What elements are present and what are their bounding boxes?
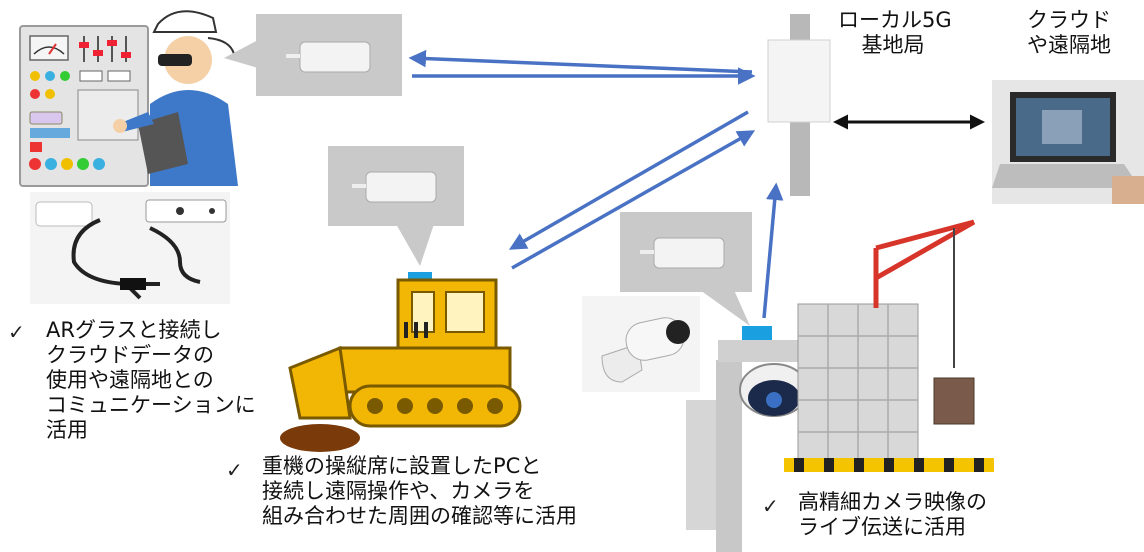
note-camera: 高精細カメラ映像の ライブ伝送に活用 [798,490,987,540]
building-under-construction-icon [784,303,994,472]
check-mark-icon: ✓ [8,320,25,344]
label-line: や遠隔地 [1027,33,1111,57]
note-ar-glasses: ARグラスと接続し クラウドデータの 使用や遠隔地との コミュニケーションに 活… [46,318,256,443]
security-camera-icon [601,317,690,383]
bubble-pointer-top [224,40,258,68]
note-line: 使用や遠隔地との [46,368,214,392]
note-line: ARグラスと接続し [46,318,222,342]
base-station-label: ローカル5G 基地局 [838,8,952,58]
security-camera-icon [739,363,809,417]
terminal-device-icon [286,40,372,74]
construction-site [784,218,994,480]
label-line: クラウド [1027,8,1111,32]
bubble-pointer-camera [700,290,750,326]
note-line: 高精細カメラ映像の [798,490,987,514]
cloud-label: クラウド や遠隔地 [1006,8,1132,58]
bulldozer-icon [280,268,530,458]
terminal-device-icon [352,170,438,204]
terminal-device-icon [640,236,726,270]
arrow-to-ar-terminal [408,49,753,74]
camera-pole [686,320,812,552]
note-line: 組み合わせた周囲の確認等に活用 [262,504,577,528]
note-line: 活用 [46,418,88,442]
camera-photo [582,296,700,392]
note-heavy-machine: 重機の操縦席に設置したPCと 接続し遠隔操作や、カメラを 組み合わせた周囲の確認… [262,454,577,529]
arrow-to-base-station-diag [511,130,756,270]
base-station-pole-icon [764,14,834,196]
note-line: ライブ伝送に活用 [798,515,966,539]
control-panel-worker-illustration [18,4,243,189]
worker-icon [113,10,238,186]
note-line: 重機の操縦席に設置したPCと [262,454,542,478]
crane-icon [873,219,976,368]
laptop-icon [992,80,1144,204]
bubble-pointer-middle [396,224,434,266]
label-line: 基地局 [861,33,925,57]
check-mark-icon: ✓ [762,494,779,518]
ar-glasses-photo [30,192,230,304]
note-line: クラウドデータの [46,343,214,367]
note-line: 接続し遠隔操作や、カメラを [262,479,535,503]
label-line: ローカル5G [838,8,952,32]
note-line: コミュニケーションに [46,393,256,417]
laptop-photo [992,80,1144,204]
terminal-device-icon [35,201,93,227]
check-mark-icon: ✓ [226,458,243,482]
arrow-to-bulldozer-terminal [508,110,749,250]
arrow-camera-to-base-station [762,182,784,319]
